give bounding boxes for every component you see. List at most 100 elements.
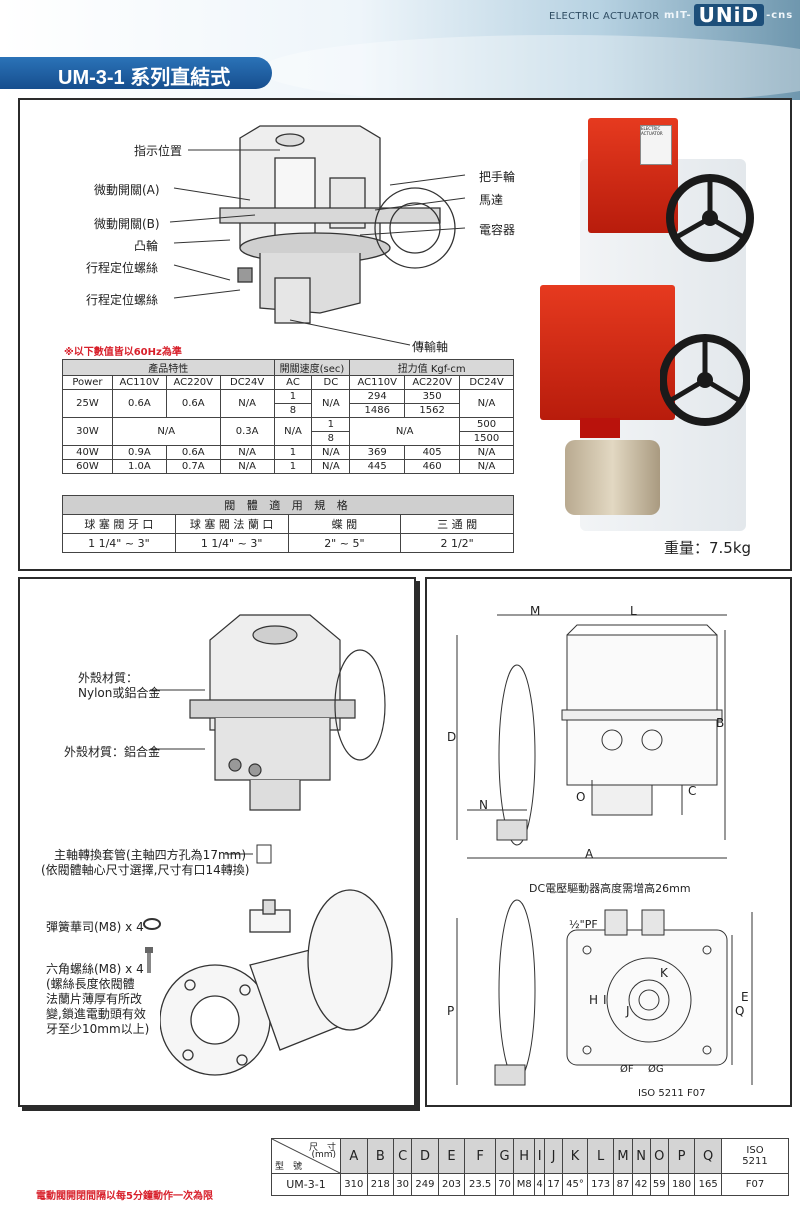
valve-header: 球 塞 閥 牙 口 — [62, 514, 176, 534]
product-photo-handwheel-2 — [660, 334, 750, 426]
callout-lines — [169, 149, 466, 346]
spec-cell: 350 — [404, 389, 461, 404]
dim-label-L: L — [630, 604, 637, 618]
spec-sub-header: AC — [273, 375, 313, 390]
spec-sub-header: AC110V — [111, 375, 167, 390]
dim-label-Q: Q — [735, 1004, 745, 1018]
dim-header: G — [494, 1138, 515, 1174]
valve-compat-table: 閥 體 適 用 規 格 球 塞 閥 牙 口 球 塞 閥 法 蘭 口 蝶 閥 三 … — [62, 495, 514, 553]
dim-label-M: M — [530, 604, 541, 618]
label-drive-shaft: 傳輸軸 — [412, 340, 449, 354]
dimension-drawings — [456, 614, 753, 1086]
dim-header: A — [340, 1138, 368, 1174]
label-bolt-5: 牙至少10mm以上) — [46, 1022, 150, 1036]
spec-group-product: 產品特性 — [62, 359, 275, 376]
product-photo-ball-valve — [565, 440, 660, 515]
spec-cell: N/A — [311, 459, 351, 474]
label-sleeve-1: 主軸轉換套管(主軸四方孔為17mm) — [54, 848, 247, 862]
label-bolt-1: 六角螺絲(M8) x 4 — [46, 962, 144, 976]
title-bar — [0, 57, 272, 89]
iso-header-1: ISO — [746, 1145, 764, 1156]
dim-label-A: A — [585, 847, 594, 861]
dim-label-E: E — [741, 990, 749, 1004]
spec-cell: N/A — [349, 417, 461, 446]
spec-cell: N/A — [219, 445, 275, 460]
spec-cell: 0.6A — [165, 389, 221, 418]
spec-cell: 1.0A — [111, 459, 167, 474]
spec-cell: 460 — [404, 459, 461, 474]
spec-cell: 30W — [62, 417, 113, 446]
dim-iso-value: F07 — [721, 1173, 789, 1196]
label-handwheel: 把手輪 — [479, 170, 516, 184]
bolt-icon — [145, 947, 153, 973]
washer-icon — [143, 918, 161, 930]
housing-callouts — [150, 689, 205, 750]
dim-value: 249 — [411, 1173, 439, 1196]
dim-value: M8 — [513, 1173, 536, 1196]
weight-label: 重量：7.5kg — [664, 539, 752, 557]
dim-value: 23.5 — [464, 1173, 496, 1196]
pf-label: ½"PF — [569, 918, 598, 931]
nameplate: ELECTRIC ACTUATOR — [640, 125, 672, 165]
spec-cell: N/A — [273, 417, 313, 446]
label-bolt-3: 法蘭片薄厚有所改 — [46, 992, 143, 1006]
dim-header: K — [562, 1138, 588, 1174]
valve-value: 2" ~ 5" — [287, 533, 402, 553]
spec-cell: 1500 — [459, 431, 514, 446]
dim-header: O — [649, 1138, 669, 1174]
valve-coupling — [580, 418, 620, 438]
valve-value: 2 1/2" — [400, 533, 514, 553]
dc-height-note: DC電壓驅動器高度需增高26mm — [529, 882, 691, 895]
dim-value: 87 — [613, 1173, 633, 1196]
spec-cell: N/A — [219, 459, 275, 474]
spec-cell: 8 — [273, 403, 313, 418]
dim-header: F — [464, 1138, 496, 1174]
dim-header: B — [366, 1138, 395, 1174]
label-switch-b: 微動開關(B) — [94, 217, 160, 231]
dim-value: 45° — [562, 1173, 588, 1196]
dim-value: 17 — [543, 1173, 564, 1196]
spec-cell: 1 — [311, 417, 351, 432]
brand-logo: mIT- UNiD -cns — [664, 4, 793, 26]
spec-cell: 445 — [349, 459, 406, 474]
label-cam: 凸輪 — [134, 239, 159, 253]
dim-header: P — [667, 1138, 696, 1174]
dim-label-J: J — [626, 1004, 630, 1018]
spec-cell: N/A — [311, 389, 351, 418]
spec-cell: 40W — [62, 445, 113, 460]
dim-value: 59 — [649, 1173, 669, 1196]
housing-drawing — [189, 614, 386, 811]
page-title: UM-3-1 系列直結式 — [58, 67, 231, 89]
label-sleeve-2: (依閥體軸心尺寸選擇,尺寸有口14轉換) — [41, 863, 250, 877]
dim-header: E — [437, 1138, 466, 1174]
spec-sub-header: AC220V — [165, 375, 221, 390]
spec-cell: 0.7A — [165, 459, 221, 474]
dim-value: 30 — [393, 1173, 413, 1196]
spec-sub-header: DC24V — [459, 375, 514, 390]
label-washer: 彈簧華司(M8) x 4 — [46, 920, 144, 934]
dim-table-corner: 尺 寸 (mm) 型 號 — [271, 1138, 341, 1174]
spec-cell: 0.6A — [165, 445, 221, 460]
dim-label-G: ØG — [648, 1064, 664, 1075]
spec-cell: 8 — [311, 431, 351, 446]
spec-cell: N/A — [459, 459, 514, 474]
label-shell-material-1a: 外殼材質： — [78, 671, 139, 685]
label-switch-a: 微動開關(A) — [94, 183, 160, 197]
dim-label-H: H — [589, 993, 599, 1007]
dim-value: 310 — [340, 1173, 368, 1196]
dim-label-N: N — [479, 798, 488, 812]
valve-value: 1 1/4" ~ 3" — [174, 533, 289, 553]
label-shell-material-2: 外殼材質：鋁合金 — [64, 745, 161, 759]
dimension-table: 尺 寸 (mm) 型 號 A B C D E F G H I J K L M N… — [271, 1138, 789, 1196]
dim-header: D — [411, 1138, 439, 1174]
spec-cell: 25W — [62, 389, 113, 418]
brand-prefix: mIT- — [664, 9, 692, 21]
dim-value: 165 — [694, 1173, 722, 1196]
dim-header: N — [631, 1138, 651, 1174]
dim-value: 70 — [494, 1173, 515, 1196]
label-motor: 馬達 — [479, 193, 504, 207]
brand-main: UNiD — [693, 4, 765, 26]
spec-cell: 0.3A — [219, 417, 275, 446]
label-shell-material-1b: Nylon或鋁合金 — [78, 686, 161, 700]
brand-caption: ELECTRIC ACTUATOR — [549, 11, 660, 22]
